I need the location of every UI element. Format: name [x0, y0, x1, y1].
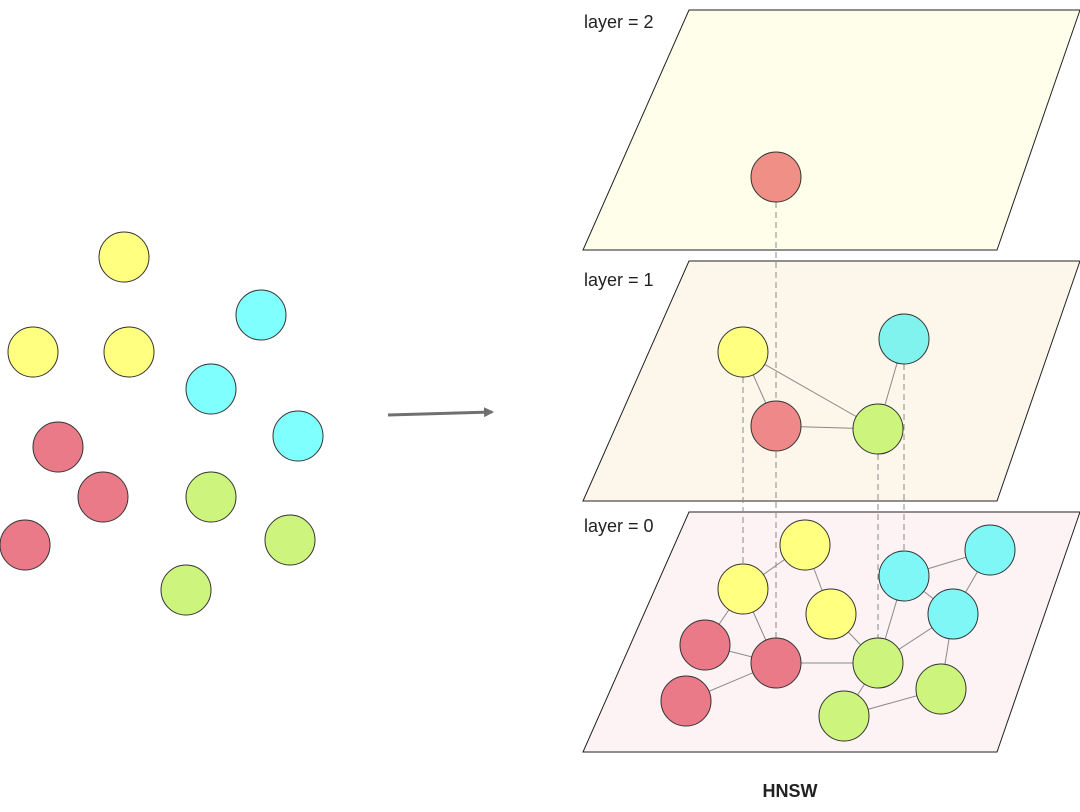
point-node	[7, 326, 59, 378]
layer-2-plane	[582, 9, 1080, 251]
graph-node	[717, 563, 769, 615]
layer-0-label: layer = 0	[584, 516, 654, 536]
graph-node	[878, 313, 930, 365]
graph-node	[852, 403, 904, 455]
layer-2-label: layer = 2	[584, 12, 654, 32]
layer-1-nodes	[717, 313, 930, 455]
layer-2-nodes	[750, 151, 802, 203]
graph-node	[717, 326, 769, 378]
point-node	[185, 363, 237, 415]
graph-node	[964, 524, 1016, 576]
graph-node	[679, 619, 731, 671]
transform-arrow	[387, 407, 494, 418]
layer-1-label: layer = 1	[584, 270, 654, 290]
graph-node	[805, 588, 857, 640]
point-node	[103, 326, 155, 378]
point-node	[77, 471, 129, 523]
layer-1-plane	[582, 260, 1080, 502]
point-node	[32, 421, 84, 473]
layer-0-nodes	[660, 519, 1016, 742]
point-node	[160, 564, 212, 616]
graph-node	[915, 663, 967, 715]
point-node	[264, 514, 316, 566]
point-node	[235, 289, 287, 341]
graph-node	[750, 637, 802, 689]
graph-node	[818, 690, 870, 742]
input-points	[0, 231, 324, 616]
point-node	[272, 410, 324, 462]
diagram-caption: HNSW	[763, 781, 818, 801]
layer-1: layer = 1	[582, 260, 1080, 502]
graph-node	[779, 519, 831, 571]
layer-2: layer = 2	[582, 9, 1080, 251]
point-node	[185, 471, 237, 523]
graph-node	[852, 637, 904, 689]
graph-edge	[742, 351, 879, 430]
point-node	[98, 231, 150, 283]
graph-node	[750, 151, 802, 203]
graph-node	[750, 400, 802, 452]
point-node	[0, 519, 51, 571]
graph-node	[927, 588, 979, 640]
graph-node	[878, 550, 930, 602]
graph-node	[660, 675, 712, 727]
